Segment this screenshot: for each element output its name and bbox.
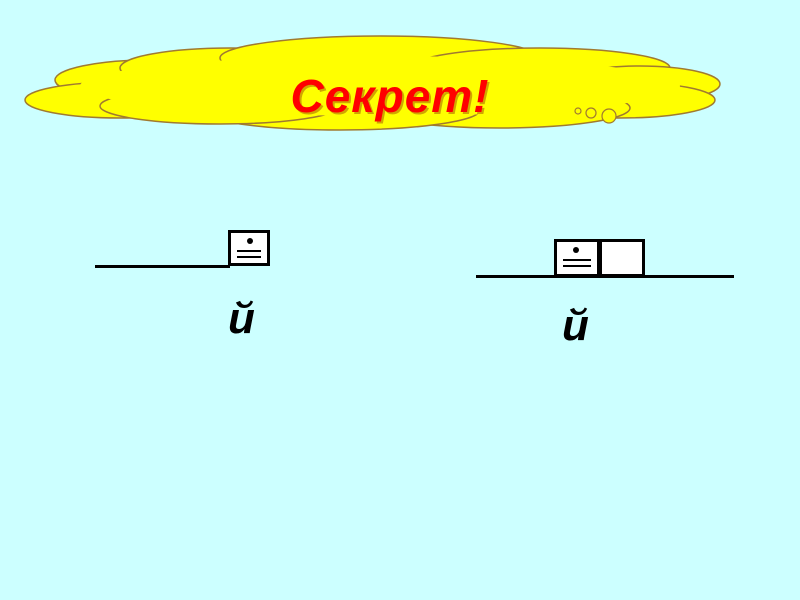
- scheme-line: [95, 265, 230, 268]
- consonant-soft-sign-icon: [228, 230, 270, 266]
- letter-label: й: [562, 301, 589, 351]
- consonant-soft-sign-icon: [554, 239, 600, 277]
- cloud-bubble-icon: [602, 109, 616, 123]
- letter-label: й: [228, 294, 255, 344]
- empty-cell-icon: [599, 239, 645, 277]
- page-title: Секрет!: [180, 64, 600, 128]
